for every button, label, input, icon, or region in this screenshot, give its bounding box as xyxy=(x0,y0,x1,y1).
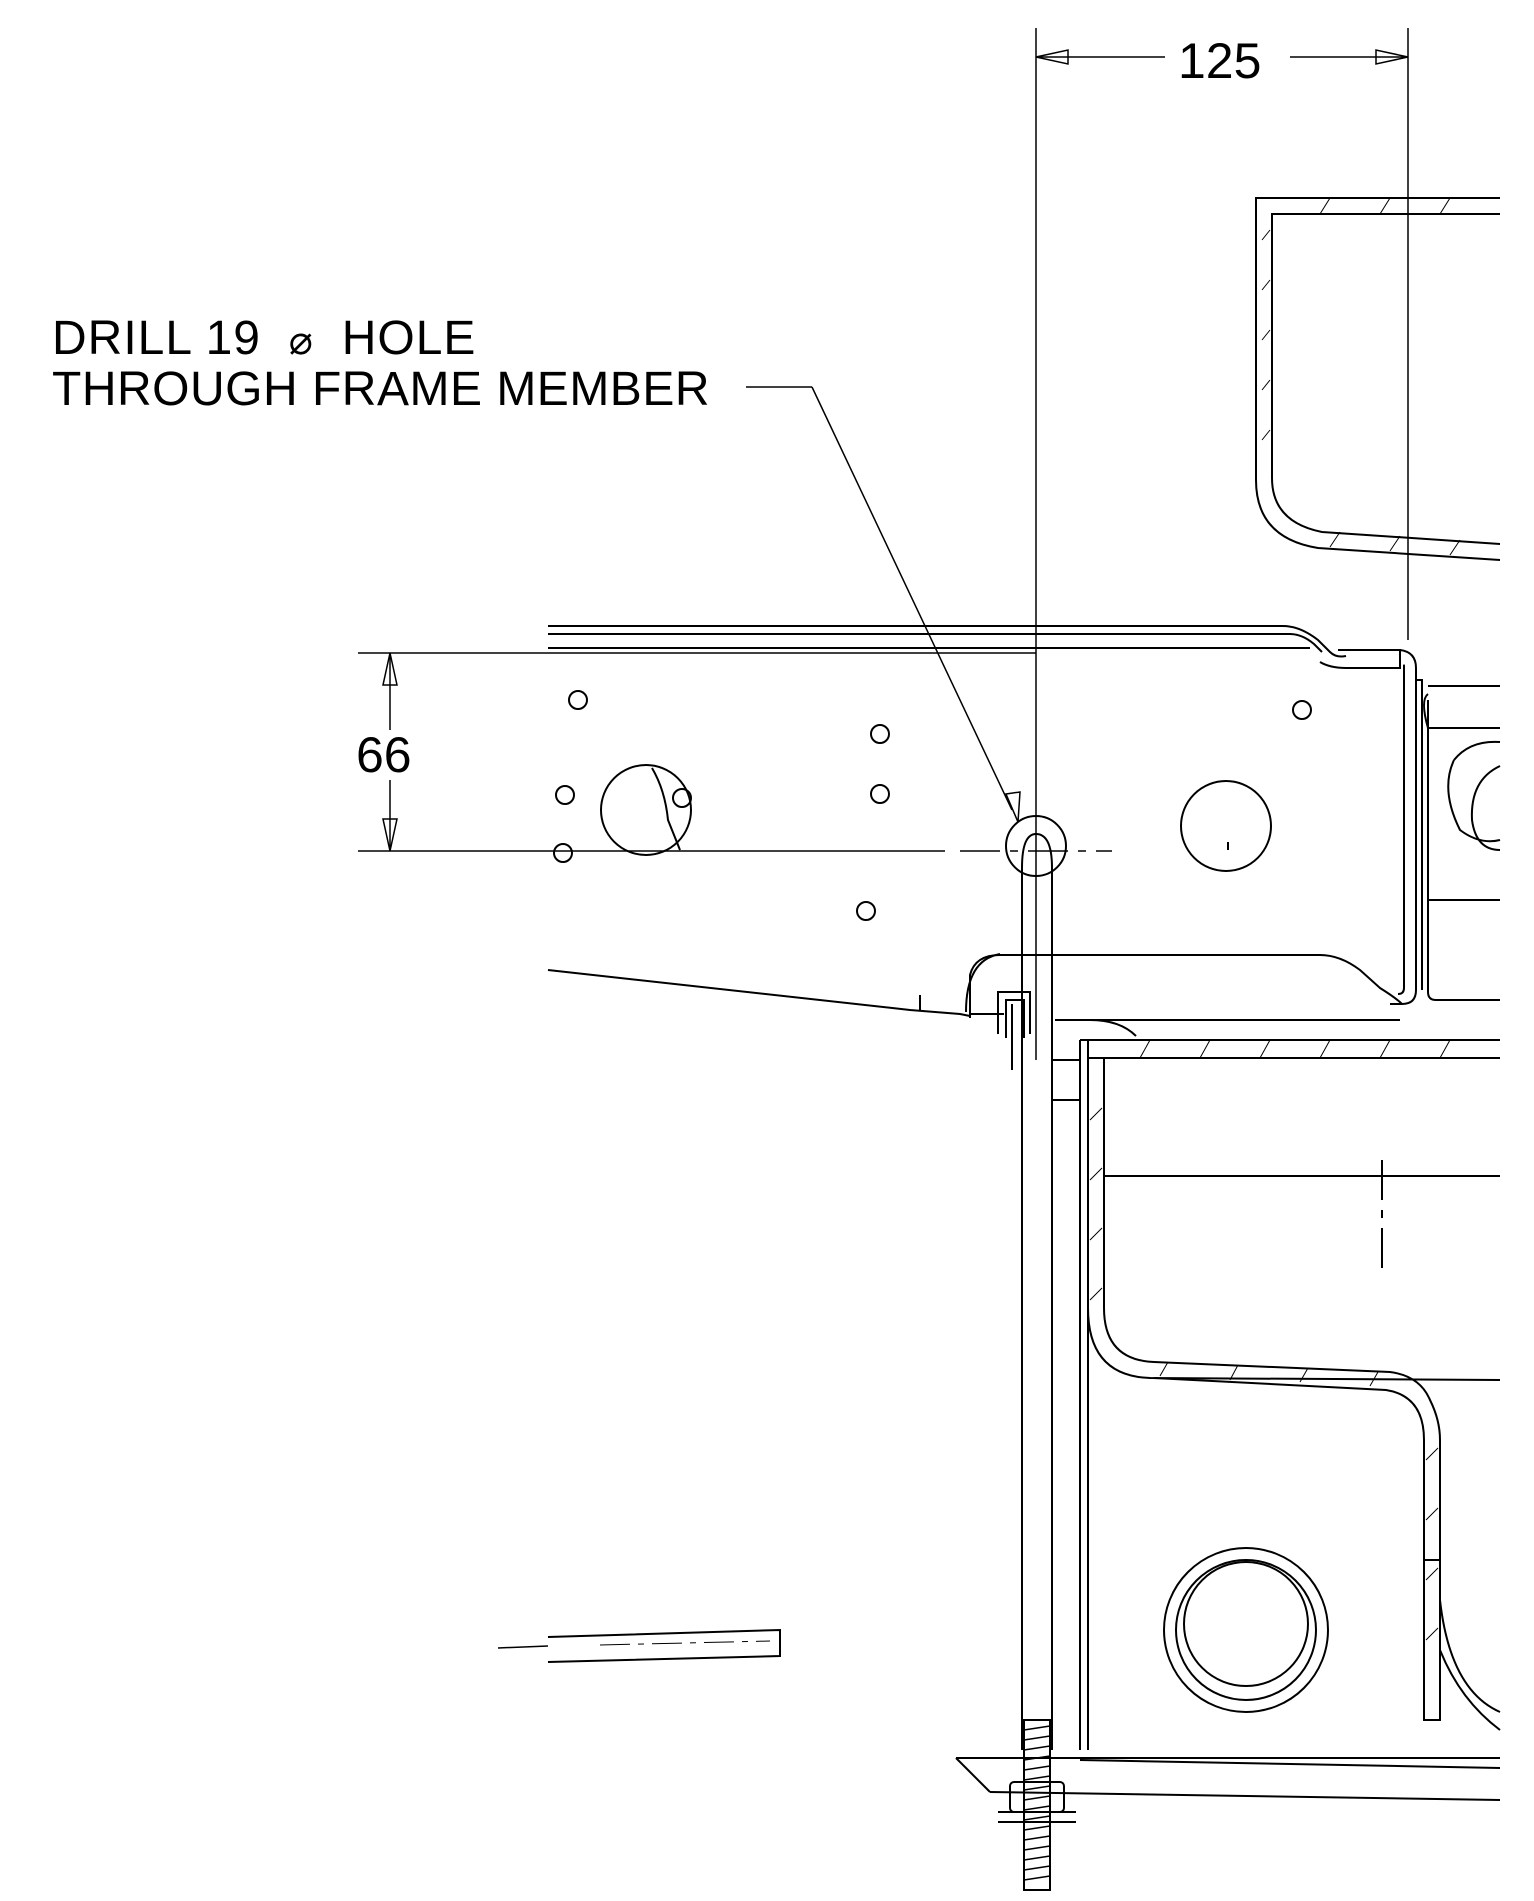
frame-holes xyxy=(553,690,1312,921)
large-holes xyxy=(600,764,1501,872)
upper-box-section xyxy=(1255,197,1501,561)
dimension-66 xyxy=(358,652,1036,852)
dimension-125-label: 125 xyxy=(1178,33,1262,89)
drill-note-suffix: HOLE xyxy=(341,312,477,365)
j-bolt xyxy=(965,832,1076,1891)
vertical-plate xyxy=(1052,1040,1089,1750)
dimension-66-label: 66 xyxy=(356,727,412,783)
drill-hole xyxy=(960,815,1112,877)
frame-member xyxy=(547,625,1501,1037)
battery-tray xyxy=(955,1039,1501,1801)
drill-note-line-1: DRILL 19 ⌀ HOLE xyxy=(52,315,476,363)
diameter-symbol-icon: ⌀ xyxy=(288,319,314,363)
drill-note-line-2: THROUGH FRAME MEMBER xyxy=(52,363,710,416)
drill-note-prefix: DRILL 19 xyxy=(52,312,261,365)
dimension-125 xyxy=(1035,28,1409,1060)
lower-rod-fragment xyxy=(497,1628,781,1663)
leader-line xyxy=(746,386,1021,823)
